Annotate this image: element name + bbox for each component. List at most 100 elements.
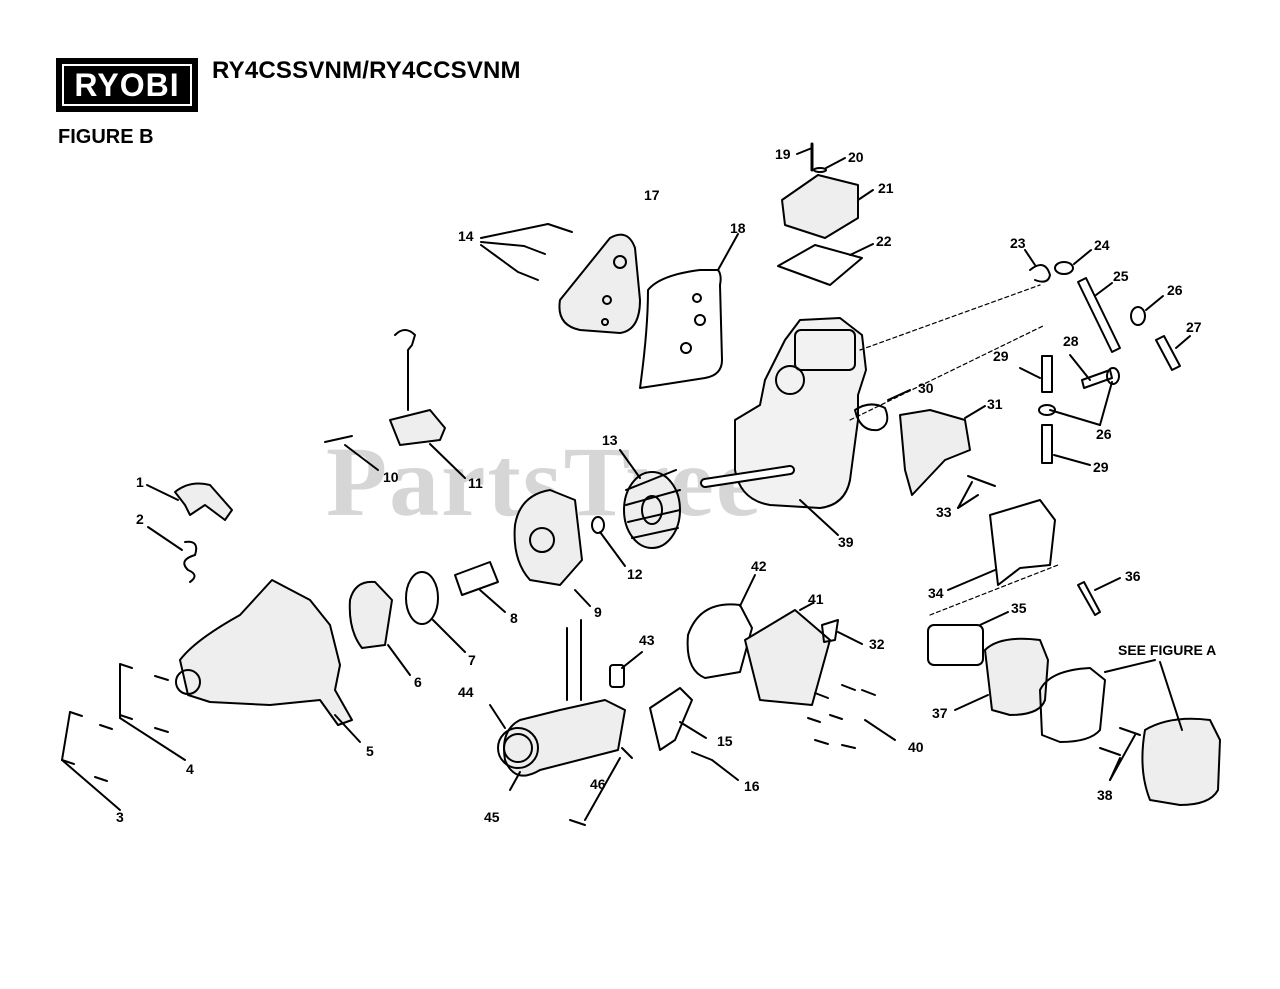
screws-33 bbox=[967, 475, 996, 487]
washer-20 bbox=[813, 167, 827, 173]
callout-26a: 26 bbox=[1167, 282, 1183, 298]
callout-6: 6 bbox=[414, 674, 422, 690]
pin-36 bbox=[1077, 581, 1101, 616]
callout-17: 17 bbox=[644, 187, 660, 203]
callout-2: 2 bbox=[136, 511, 144, 527]
callout-29a: 29 bbox=[993, 348, 1009, 364]
hose-27 bbox=[1155, 335, 1181, 371]
callout-21: 21 bbox=[878, 180, 894, 196]
screws-3-4 bbox=[61, 663, 186, 811]
filter-26c bbox=[1038, 404, 1056, 416]
callout-12: 12 bbox=[627, 566, 643, 582]
gasket-34 bbox=[989, 499, 1056, 586]
hose-29a bbox=[1041, 355, 1053, 393]
callout-29b: 29 bbox=[1093, 459, 1109, 475]
callout-36: 36 bbox=[1125, 568, 1141, 584]
gasket-30 bbox=[854, 403, 889, 432]
spring-2 bbox=[183, 540, 198, 583]
callout-19: 19 bbox=[775, 146, 791, 162]
clutch-6 bbox=[348, 580, 393, 649]
figure-label: FIGURE B bbox=[58, 126, 154, 148]
carburetor-35 bbox=[927, 624, 984, 666]
tube-28 bbox=[1081, 369, 1113, 389]
callout-23: 23 bbox=[1010, 235, 1026, 251]
callout-27: 27 bbox=[1186, 319, 1202, 335]
callout-33: 33 bbox=[936, 504, 952, 520]
callout-40: 40 bbox=[908, 739, 924, 755]
callout-43: 43 bbox=[639, 632, 655, 648]
part-gasket-22 bbox=[777, 243, 874, 286]
callout-10: 10 bbox=[383, 469, 399, 485]
housing-5 bbox=[179, 579, 353, 726]
label-32 bbox=[821, 619, 839, 643]
fuel-tank-45 bbox=[503, 699, 626, 777]
callout-5: 5 bbox=[366, 743, 374, 759]
bolt-16 bbox=[691, 751, 713, 761]
callout-28: 28 bbox=[1063, 333, 1079, 349]
disc-7 bbox=[405, 571, 439, 625]
callout-1: 1 bbox=[136, 474, 144, 490]
callout-38: 38 bbox=[1097, 787, 1113, 803]
callout-9: 9 bbox=[594, 604, 602, 620]
callout-32: 32 bbox=[869, 636, 885, 652]
callout-41: 41 bbox=[808, 591, 824, 607]
callout-34: 34 bbox=[928, 585, 944, 601]
cap-26a bbox=[1130, 306, 1146, 326]
screws-46 bbox=[569, 819, 586, 826]
valve-26b bbox=[1106, 367, 1120, 385]
callout-4: 4 bbox=[186, 761, 194, 777]
screw-10 bbox=[324, 435, 353, 443]
callout-42: 42 bbox=[751, 558, 767, 574]
filter-cover bbox=[1141, 717, 1221, 806]
clamp-23 bbox=[1029, 264, 1051, 283]
callout-37: 37 bbox=[932, 705, 948, 721]
logo-text: RYOBI bbox=[74, 66, 180, 103]
callout-45: 45 bbox=[484, 809, 500, 825]
see-figure-note: SEE FIGURE A bbox=[1118, 642, 1217, 658]
part-cover-17 bbox=[558, 233, 641, 334]
engine-block-39 bbox=[700, 317, 867, 536]
callout-15: 15 bbox=[717, 733, 733, 749]
ignition-coil-11 bbox=[389, 329, 446, 446]
callout-18: 18 bbox=[730, 220, 746, 236]
screws-40 bbox=[807, 684, 896, 749]
callout-7: 7 bbox=[468, 652, 476, 668]
part-valve-cover-21 bbox=[781, 174, 874, 239]
adapter-31 bbox=[899, 409, 971, 496]
handle-1 bbox=[174, 482, 233, 521]
callout-46: 46 bbox=[590, 776, 606, 792]
callout-26b: 26 bbox=[1096, 426, 1112, 442]
gasket-42 bbox=[686, 603, 753, 679]
filter-element bbox=[1039, 667, 1106, 743]
hose-29b bbox=[1041, 424, 1053, 464]
flywheel-13 bbox=[623, 469, 681, 549]
hose-25 bbox=[1077, 277, 1121, 353]
starter-9 bbox=[513, 489, 583, 586]
primer-43 bbox=[609, 664, 625, 688]
fuel-cap-44 bbox=[497, 727, 539, 769]
ryobi-logo: RYOBI bbox=[56, 58, 198, 112]
part-gasket-18 bbox=[639, 233, 739, 389]
callout-11: 11 bbox=[468, 475, 483, 491]
filter-base-37 bbox=[984, 637, 1049, 716]
callout-24: 24 bbox=[1094, 237, 1110, 253]
model-title: RY4CSSVNM/RY4CCSVNM bbox=[212, 57, 521, 84]
callout-20: 20 bbox=[848, 149, 864, 165]
callout-25: 25 bbox=[1113, 268, 1129, 284]
callout-3: 3 bbox=[116, 809, 124, 825]
callout-30: 30 bbox=[918, 380, 934, 396]
callout-44: 44 bbox=[458, 684, 474, 700]
callout-13: 13 bbox=[602, 432, 618, 448]
clamp-24 bbox=[1054, 261, 1074, 275]
sleeve-8 bbox=[454, 561, 499, 596]
screws-38 bbox=[1119, 727, 1141, 736]
tank-41 bbox=[744, 609, 831, 706]
callout-16: 16 bbox=[744, 778, 760, 794]
boot-15 bbox=[649, 687, 693, 751]
screws-14 bbox=[480, 223, 573, 281]
callout-39: 39 bbox=[838, 534, 854, 550]
washer-12 bbox=[591, 516, 605, 534]
callout-8: 8 bbox=[510, 610, 518, 626]
callout-31: 31 bbox=[987, 396, 1003, 412]
